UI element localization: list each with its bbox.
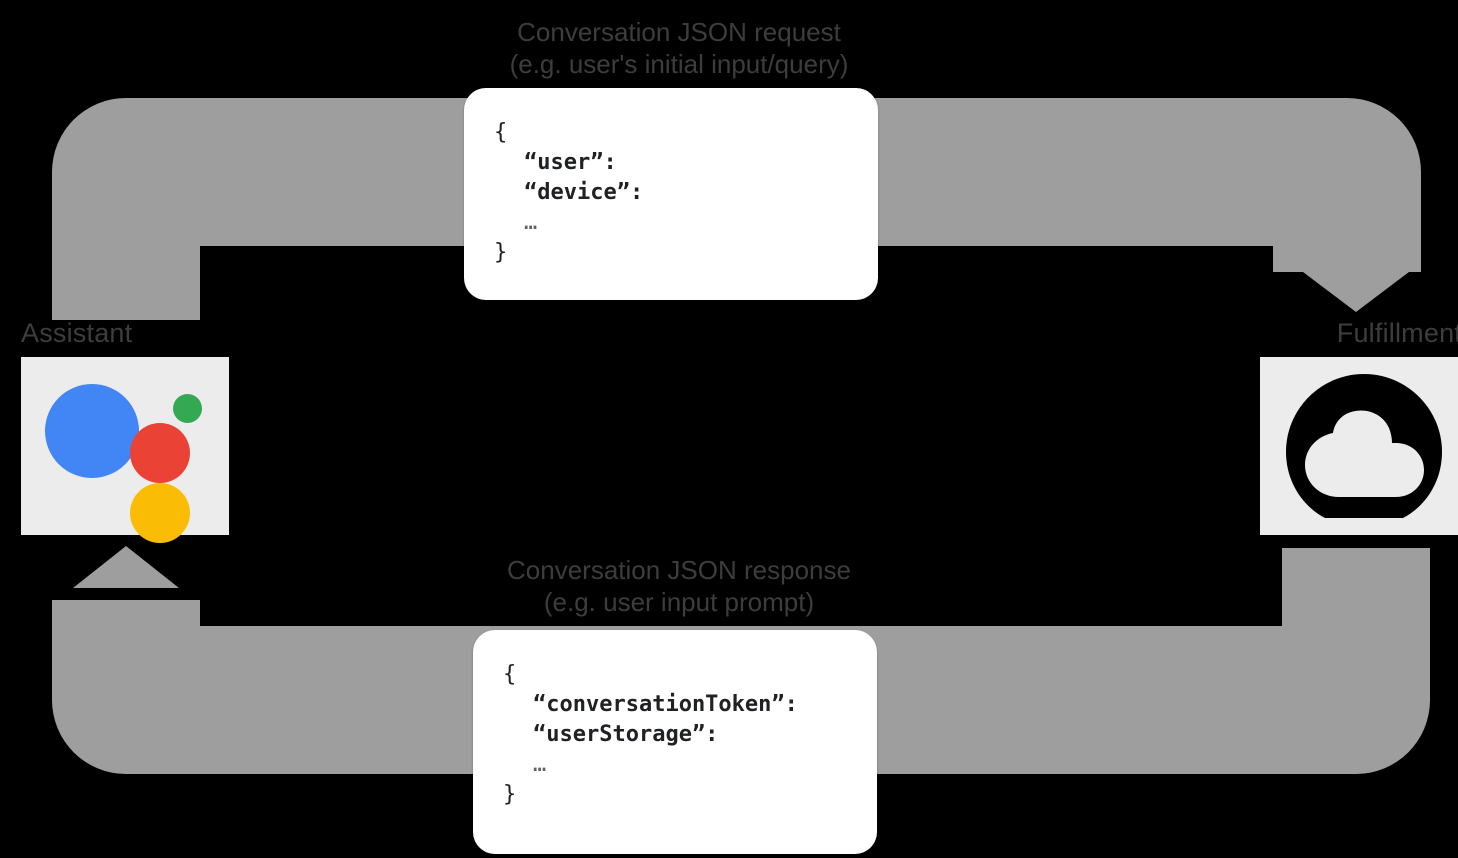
json-line: } bbox=[503, 782, 517, 807]
json-line: … bbox=[533, 752, 548, 777]
cloud-icon bbox=[1286, 374, 1442, 518]
json-line: “device”: bbox=[524, 180, 644, 205]
node-assistant[interactable]: Assistant bbox=[21, 316, 229, 543]
google-assistant-logo-icon bbox=[45, 366, 205, 543]
assistant-dot-green bbox=[173, 394, 202, 423]
assistant-dot-red bbox=[130, 423, 190, 483]
json-line: { bbox=[494, 120, 508, 145]
response-json-card: { “conversationToken”: “userStorage”: … … bbox=[473, 630, 877, 854]
response-flow-subtitle: (e.g. user input prompt) bbox=[543, 587, 815, 617]
request-flow-label: Conversation JSON request (e.g. user's i… bbox=[279, 16, 1079, 80]
json-line: “conversationToken”: bbox=[533, 692, 798, 717]
json-line: “userStorage”: bbox=[533, 722, 719, 747]
json-line: } bbox=[494, 240, 508, 265]
assistant-dot-yellow bbox=[130, 483, 190, 543]
json-line: “user”: bbox=[524, 150, 617, 175]
request-json-card: { “user”: “device”: … } bbox=[464, 88, 878, 300]
fulfillment-label: Fulfillment bbox=[1336, 318, 1458, 348]
request-flow-subtitle: (e.g. user's initial input/query) bbox=[509, 49, 849, 79]
json-line: { bbox=[503, 662, 517, 687]
response-flow-title: Conversation JSON response bbox=[507, 555, 851, 585]
request-flow-title: Conversation JSON request bbox=[517, 17, 841, 47]
assistant-dot-blue bbox=[45, 384, 139, 478]
fulfillment-icon-tile bbox=[1260, 357, 1458, 535]
response-flow-label: Conversation JSON response (e.g. user in… bbox=[279, 554, 1079, 618]
assistant-label: Assistant bbox=[21, 318, 133, 348]
node-fulfillment[interactable]: Fulfillment bbox=[1260, 316, 1458, 535]
json-line: … bbox=[524, 210, 539, 235]
assistant-icon-tile bbox=[21, 357, 229, 543]
